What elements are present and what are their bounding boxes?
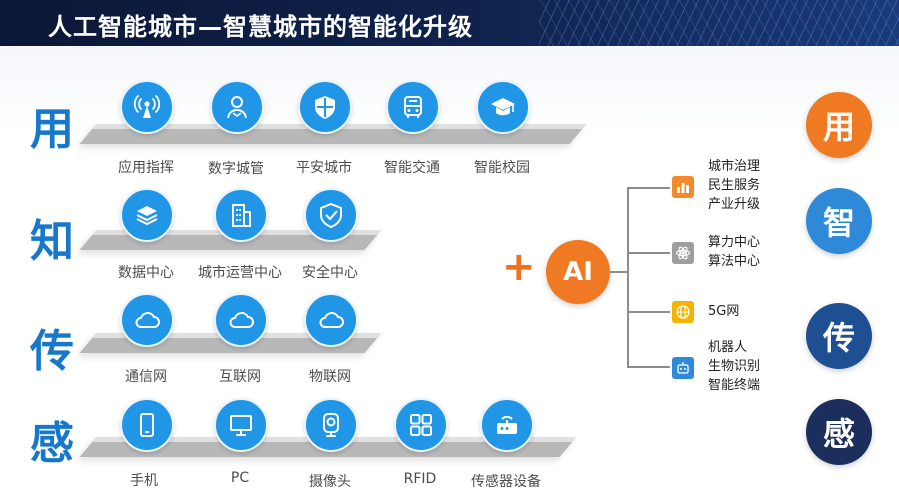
item-label-sensor-device: 传感器设备 [471,474,541,490]
layers-icon[interactable] [120,188,174,242]
right-circle-gan: 感 [806,399,872,465]
right-circle-chuan: 传 [806,303,872,369]
item-label-security-center: 安全中心 [302,265,358,281]
ai-connector [610,271,628,273]
item-label-rfid: RFID [403,471,437,487]
phone-icon[interactable] [120,398,174,452]
item-label-pc: PC [230,470,250,486]
branch-4-text: 机器人 生物识别 智能终端 [708,338,760,395]
branch-2-line-1: 算力中心 [708,235,761,250]
atom-icon [672,242,694,264]
right-circle-zhi: 智 [806,188,872,254]
branch-trunk [627,187,629,367]
item-label-smart-campus: 智能校园 [474,160,530,176]
header-decoration [539,0,899,46]
branch-line-3 [627,311,670,313]
page-title: 人工智能城市—智慧城市的智能化升级 [48,13,473,41]
item-label-city-operation-center: 城市运营中心 [198,265,282,281]
building-icon[interactable] [214,188,268,242]
shield-icon[interactable] [298,80,352,134]
camera-icon[interactable] [304,398,358,452]
cloud-icon[interactable] [214,293,268,347]
branch-4-line-1: 机器人 [708,340,748,355]
monitor-icon[interactable] [214,398,268,452]
item-label-safe-city: 平安城市 [296,160,352,176]
branch-line-2 [627,252,670,254]
item-label-mobile: 手机 [130,473,158,489]
item-label-command: 应用指挥 [118,160,174,176]
item-label-smart-traffic: 智能交通 [384,160,440,176]
branch-2-line-2: 算法中心 [708,254,761,269]
branch-3-text: 5G网 [708,302,739,321]
item-label-camera: 摄像头 [309,474,351,490]
person-icon[interactable] [210,80,264,134]
branch-2-text: 算力中心 算法中心 [708,233,760,271]
cloud-icon[interactable] [304,293,358,347]
cloud-icon[interactable] [120,293,174,347]
branch-line-4 [627,366,670,368]
layer-char-chuan: 传 [30,326,74,377]
layer-char-zhi: 知 [30,216,74,267]
globe-icon [672,301,694,323]
branch-1-line-3: 产业升级 [708,197,761,212]
item-label-telecom-network: 通信网 [125,369,167,385]
branch-4-line-2: 生物识别 [708,359,761,374]
branch-1-line-1: 城市治理 [708,159,761,174]
item-label-city-management: 数字城管 [208,161,264,177]
item-label-data-center: 数据中心 [118,265,174,281]
bar-chart-icon [672,176,694,198]
robot-icon [672,357,694,379]
grid-icon[interactable] [394,398,448,452]
router-icon[interactable] [480,398,534,452]
shield-check-icon[interactable] [304,188,358,242]
branch-1-line-2: 民生服务 [708,178,761,193]
graduation-cap-icon[interactable] [476,80,530,134]
branch-3-line-1: 5G网 [708,304,740,319]
branch-line-1 [627,187,670,189]
plus-sign: + [502,244,536,290]
ai-node[interactable]: AI [546,240,610,304]
right-circle-yong: 用 [806,92,872,158]
bus-icon[interactable] [386,80,440,134]
item-label-iot: 物联网 [309,369,351,385]
branch-4-line-3: 智能终端 [708,378,761,393]
layer-char-yong: 用 [30,104,74,155]
item-label-internet: 互联网 [219,369,261,385]
branch-1-text: 城市治理 民生服务 产业升级 [708,157,760,214]
header-bar: 人工智能城市—智慧城市的智能化升级 [0,0,899,46]
antenna-icon[interactable] [120,80,174,134]
layer-char-gan: 感 [30,418,74,469]
